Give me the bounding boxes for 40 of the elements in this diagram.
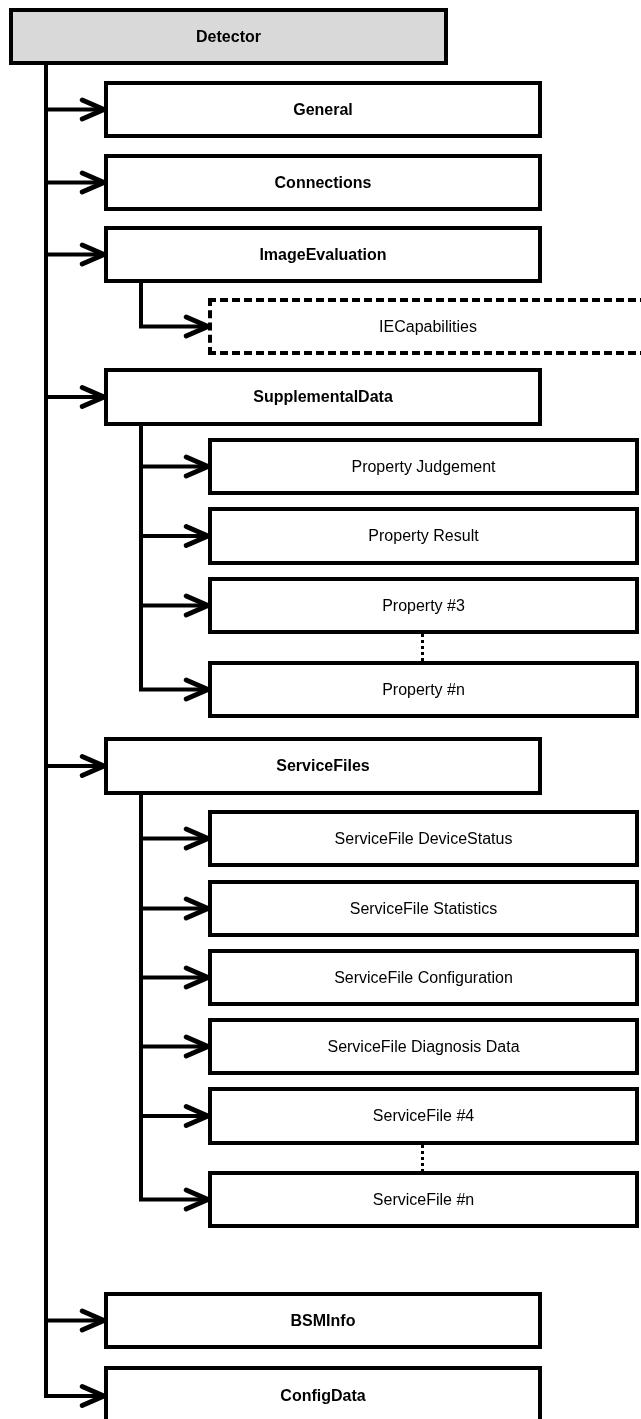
- node-label: Property #3: [382, 596, 465, 615]
- node-box: [208, 661, 639, 718]
- node-box: [208, 577, 639, 634]
- node-label: IECapabilities: [379, 317, 477, 336]
- node-label: ServiceFile Configuration: [334, 968, 513, 987]
- node-box: [104, 226, 542, 283]
- node-box: [208, 1087, 639, 1145]
- node-label: ServiceFile Statistics: [349, 899, 498, 918]
- node-box: [208, 507, 639, 565]
- node-label: BSMInfo: [290, 1311, 356, 1330]
- node-label: ImageEvaluation: [259, 245, 387, 264]
- node-label: ConfigData: [280, 1387, 366, 1405]
- node-box: [104, 81, 542, 138]
- node-box: [208, 1171, 639, 1228]
- node-label: ServiceFile #n: [372, 1190, 475, 1209]
- node-box: [104, 1366, 542, 1419]
- optional-box: [208, 298, 641, 355]
- node-box: [208, 438, 639, 495]
- node-box: [104, 368, 542, 426]
- node-box: [208, 1018, 639, 1075]
- root-box: [9, 8, 448, 65]
- node-box: [104, 154, 542, 211]
- node-box: [208, 880, 639, 937]
- node-label: ServiceFile DeviceStatus: [334, 829, 513, 848]
- node-label: Property Result: [368, 527, 479, 545]
- dotted-connector: [421, 1145, 424, 1171]
- node-box: [104, 737, 542, 795]
- node-label: Connections: [274, 173, 372, 192]
- node-label: ServiceFiles: [276, 757, 370, 775]
- node-label: General: [293, 100, 353, 119]
- node-label: SupplementalData: [253, 388, 393, 406]
- dotted-connector: [421, 634, 424, 661]
- node-box: [208, 810, 639, 867]
- node-box: [104, 1292, 542, 1349]
- node-label: Property #n: [382, 680, 465, 699]
- node-label: Detector: [196, 27, 261, 46]
- node-label: Property Judgement: [351, 457, 496, 476]
- node-label: ServiceFile #4: [372, 1107, 475, 1125]
- node-box: [208, 949, 639, 1006]
- node-label: ServiceFile Diagnosis Data: [327, 1037, 520, 1056]
